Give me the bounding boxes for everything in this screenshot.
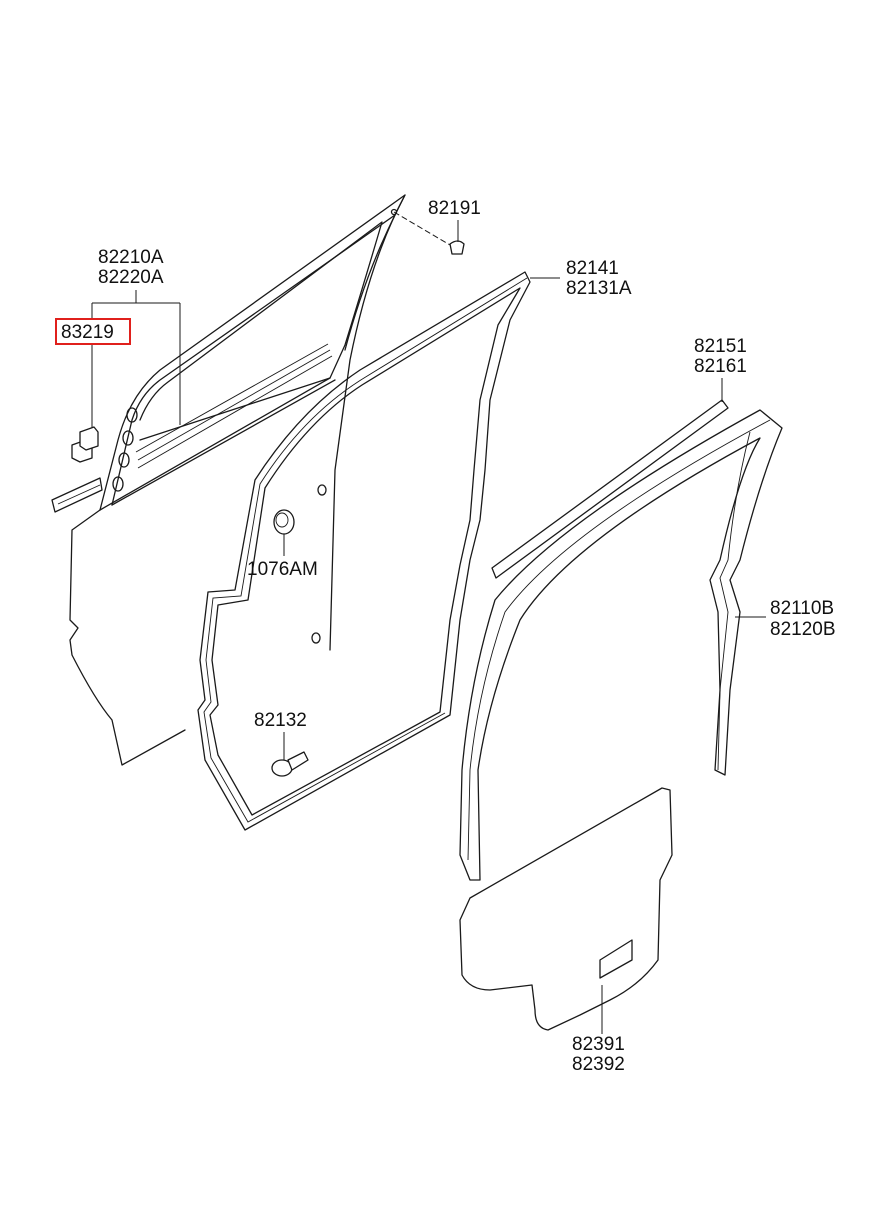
label-83219[interactable]: 83219 bbox=[61, 322, 114, 343]
label-82392: 82392 bbox=[572, 1054, 625, 1075]
label-1076am: 1076AM bbox=[247, 559, 318, 580]
door-weatherstrip-82141 bbox=[197, 271, 531, 831]
label-82161: 82161 bbox=[694, 356, 747, 377]
highlight-box-83219[interactable] bbox=[55, 318, 131, 345]
label-82191: 82191 bbox=[428, 198, 481, 219]
belt-molding-strip bbox=[51, 477, 103, 513]
label-82131a: 82131A bbox=[566, 278, 632, 299]
label-82151: 82151 bbox=[694, 336, 747, 357]
run-channel-82110b bbox=[459, 409, 783, 881]
clip-83219-part bbox=[71, 426, 99, 463]
label-82220a: 82220A bbox=[98, 267, 164, 288]
label-82391: 82391 bbox=[572, 1034, 625, 1055]
part-labels: 82191 82210A 82220A 83219 82141 82131A 8… bbox=[55, 198, 836, 1075]
label-82120b: 82120B bbox=[770, 619, 836, 640]
label-82132: 82132 bbox=[254, 710, 307, 731]
front-door-panel bbox=[69, 194, 406, 766]
label-82210a: 82210A bbox=[98, 247, 164, 268]
label-82110b: 82110B bbox=[770, 598, 834, 619]
leader-lines bbox=[91, 220, 766, 1034]
clip-82191-part bbox=[393, 211, 465, 255]
label-82141: 82141 bbox=[566, 258, 619, 279]
window-channel-82151 bbox=[491, 399, 729, 579]
sealing-cover-82391 bbox=[459, 787, 673, 1031]
grommet-1076am-part bbox=[273, 509, 295, 535]
fastener-82132-part bbox=[271, 751, 309, 777]
